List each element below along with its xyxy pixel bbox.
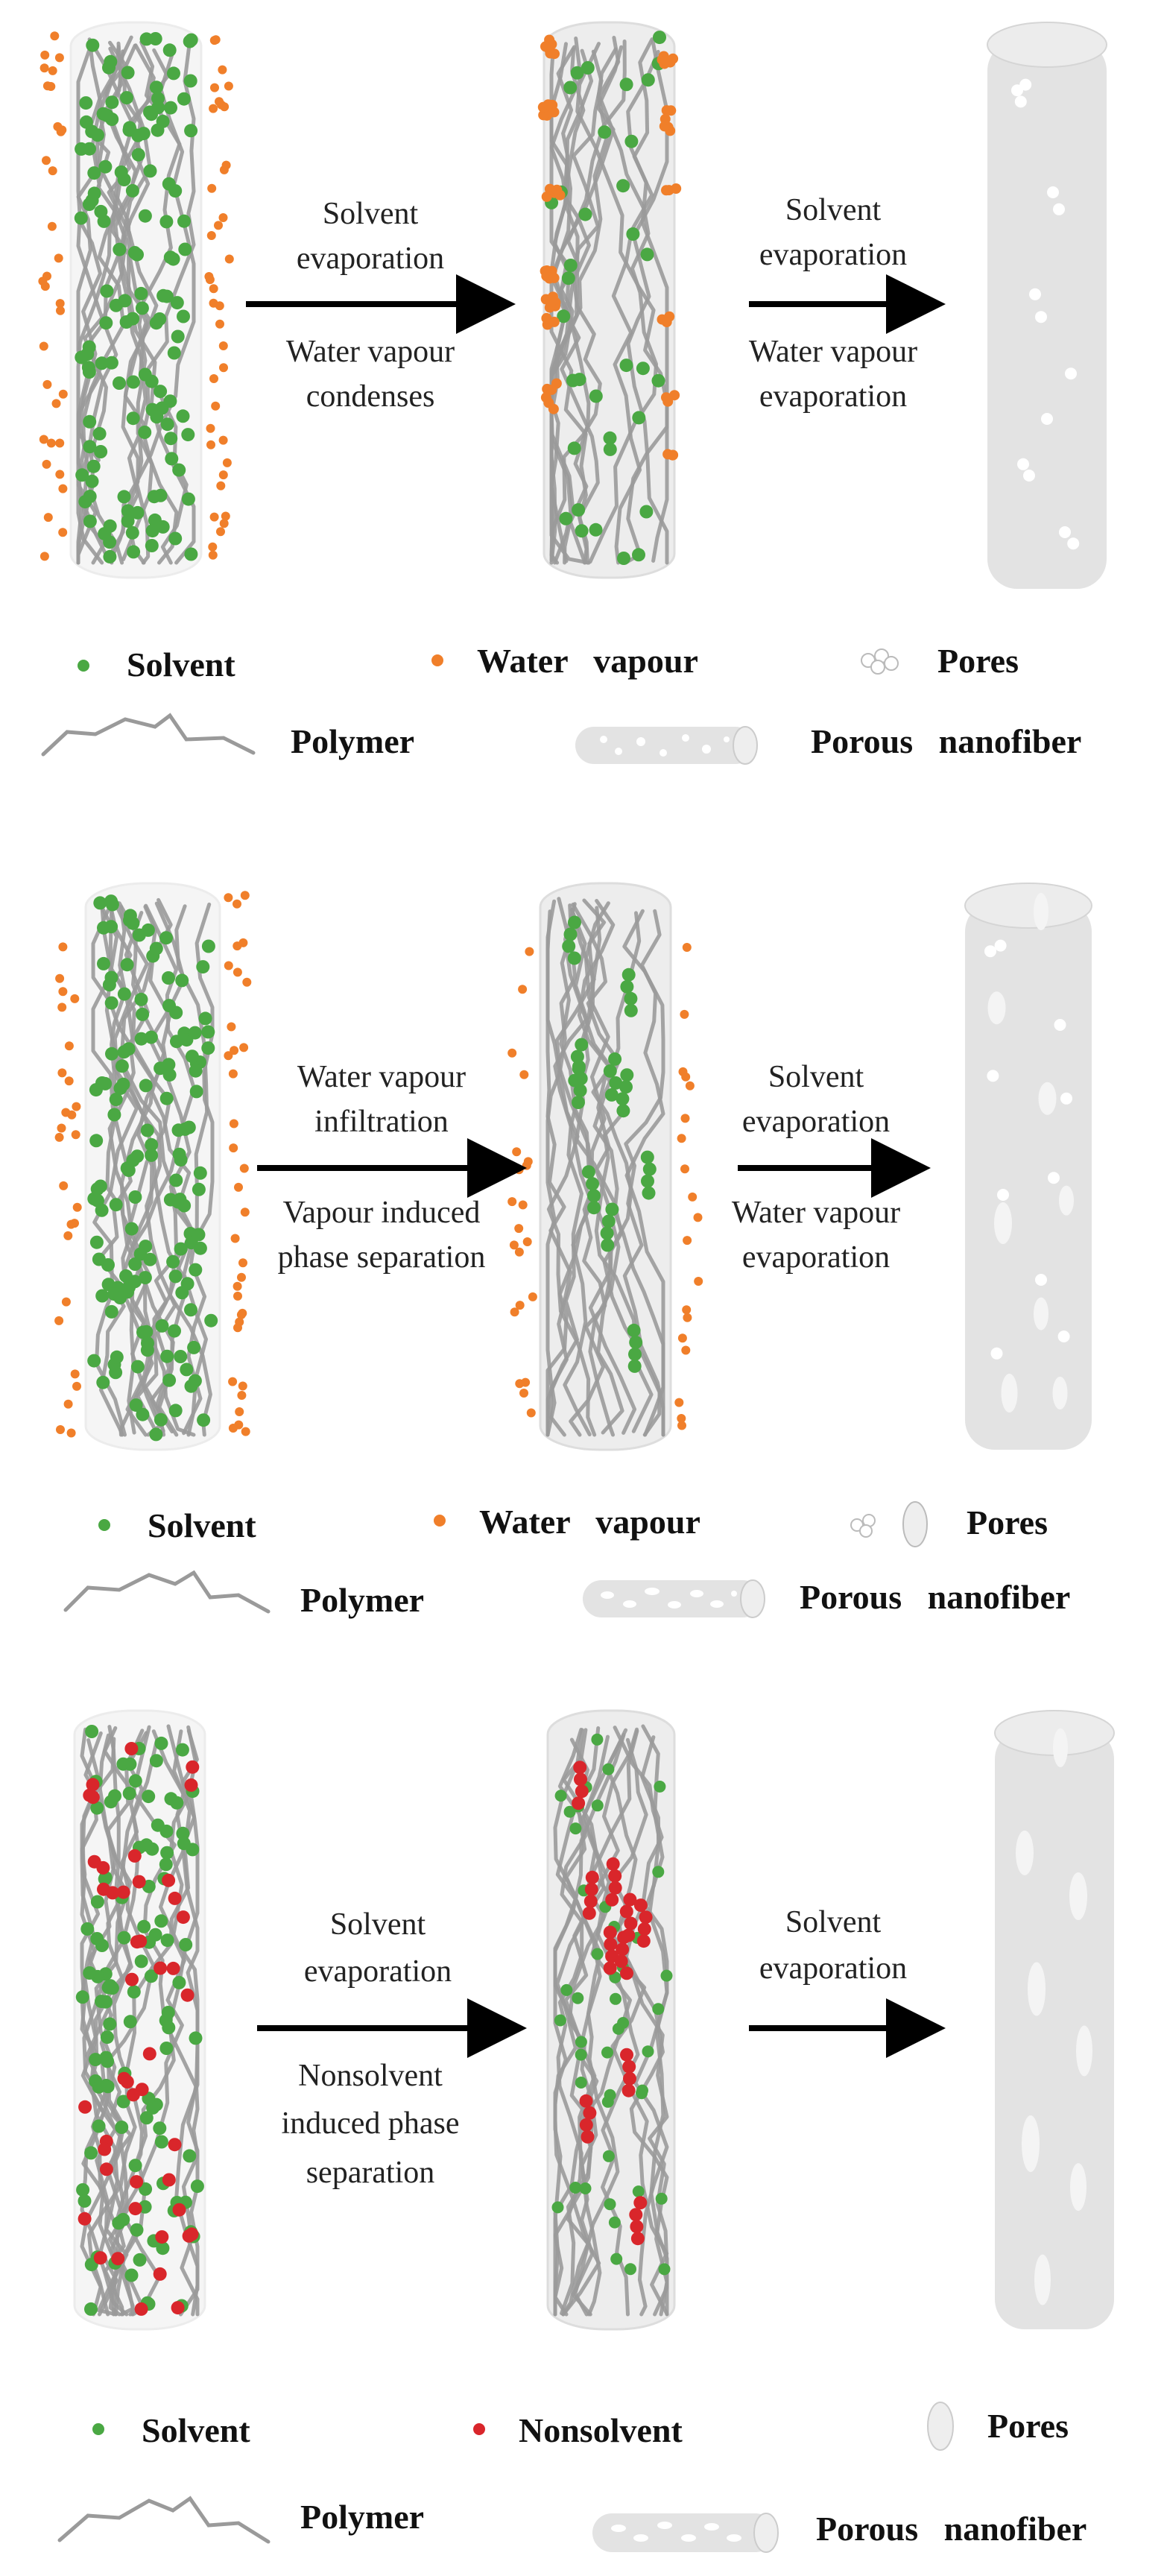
step1-line1: Water vapour — [297, 1060, 466, 1094]
step1-line1: Solvent — [330, 1907, 426, 1942]
polymer-chain-icon — [63, 1570, 271, 1614]
porous-fiber-1 — [987, 22, 1107, 589]
step1-line1: Solvent — [323, 197, 419, 231]
nanofiber-icon — [583, 1579, 765, 1618]
step1b-line2: induced phase — [281, 2106, 459, 2141]
initial-fiber-3 — [73, 1709, 206, 2331]
step1b-line1: Vapour induced — [283, 1196, 481, 1230]
pores-icon — [861, 648, 899, 675]
legend-3: Solvent Nonsolvent Pores Polymer Porous … — [57, 2402, 1086, 2553]
step1-line2: evaporation — [304, 1954, 452, 1989]
step2-line1: Solvent — [785, 193, 882, 227]
legend-2: Solvent Water vapour Pores Polymer Porou… — [63, 1501, 1070, 1619]
legend-water: Water vapour — [479, 1503, 700, 1541]
initial-fiber-2 — [54, 882, 252, 1451]
pores-icon — [850, 1501, 928, 1547]
polymer-chain-icon — [41, 713, 256, 757]
step2-line2: evaporation — [759, 238, 907, 272]
step2-line1: Solvent — [785, 1905, 882, 1939]
intermediate-fiber-3 — [546, 1709, 676, 2331]
step2b-line1: Water vapour — [732, 1196, 900, 1230]
legend-pores: Pores — [987, 2407, 1069, 2445]
panel-3: Solvent evaporation Nonsolvent induced p… — [57, 1709, 1115, 2553]
step1-line2: infiltration — [314, 1105, 449, 1139]
legend-polymer: Polymer — [300, 1581, 424, 1619]
step2b-line2: evaporation — [759, 379, 907, 414]
porous-fiber-2 — [964, 883, 1092, 1450]
step1b-line2: condenses — [306, 379, 435, 414]
legend-solvent: Solvent — [127, 645, 235, 684]
step1b-line3: separation — [306, 2156, 435, 2190]
polymer-chain-icon — [57, 2496, 271, 2544]
porous-fiber-3 — [994, 1710, 1115, 2329]
step2-line1: Solvent — [768, 1060, 864, 1094]
legend-polymer: Polymer — [291, 722, 414, 760]
nanofiber-icon — [575, 726, 758, 765]
legend-solvent: Solvent — [148, 1506, 256, 1544]
legend-polymer: Polymer — [300, 2498, 424, 2536]
panel-1: Solvent evaporation Water vapour condens… — [38, 21, 1107, 765]
water-dot-icon — [434, 1515, 446, 1527]
legend-fiber: Porous nanofiber — [800, 1578, 1070, 1616]
step2b-line2: evaporation — [742, 1240, 890, 1275]
water-dot-icon — [431, 654, 443, 666]
legend-1: Solvent Water vapour Pores Polymer Porou… — [41, 642, 1081, 765]
step1b-line1: Water vapour — [286, 335, 455, 369]
intermediate-fiber-2 — [507, 882, 703, 1451]
legend-fiber: Porous nanofiber — [811, 722, 1081, 760]
step2b-line1: Water vapour — [749, 335, 917, 369]
step1b-line2: phase separation — [278, 1240, 486, 1275]
step1-line2: evaporation — [297, 242, 444, 276]
initial-fiber-1 — [38, 21, 234, 579]
nonsolvent-dot-icon — [473, 2423, 485, 2435]
legend-pores: Pores — [967, 1503, 1048, 1541]
legend-solvent: Solvent — [142, 2411, 250, 2449]
solvent-dot-icon — [92, 2423, 104, 2435]
pores-icon — [927, 2402, 954, 2451]
step2-line2: evaporation — [759, 1951, 907, 1986]
step1b-line1: Nonsolvent — [298, 2059, 443, 2093]
legend-fiber: Porous nanofiber — [816, 2510, 1086, 2548]
legend-nonsolvent: Nonsolvent — [519, 2411, 683, 2449]
solvent-dot-icon — [78, 660, 89, 672]
legend-water: Water vapour — [477, 642, 698, 680]
legend-pores: Pores — [937, 642, 1019, 680]
panel-2: Water vapour infiltration Vapour induced… — [54, 882, 1092, 1619]
solvent-dot-icon — [98, 1519, 110, 1531]
nanofiber-icon — [592, 2513, 779, 2553]
step2-line2: evaporation — [742, 1105, 890, 1139]
intermediate-fiber-1 — [537, 21, 682, 579]
